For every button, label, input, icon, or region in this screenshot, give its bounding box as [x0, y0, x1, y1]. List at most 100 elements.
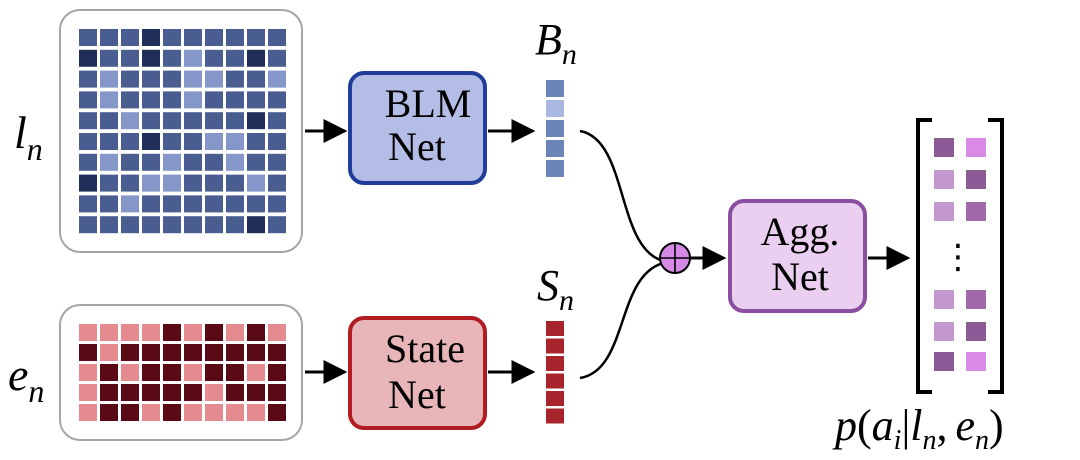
red-grid-cell	[121, 384, 139, 401]
blue-grid-cell	[268, 112, 286, 130]
blue-grid-cell	[163, 195, 181, 213]
red-grid-cell	[247, 324, 265, 341]
red-grid-cell	[184, 384, 202, 401]
red-grid-cell	[184, 324, 202, 341]
red-grid-cell	[226, 324, 244, 341]
red-grid-cell	[163, 344, 181, 361]
blue-grid-cell	[79, 195, 97, 213]
blue-grid-cell	[268, 174, 286, 192]
blue-input-grid	[79, 29, 286, 234]
blue-grid-cell	[205, 174, 223, 192]
blue-grid-cell	[205, 133, 223, 150]
blue-grid-cell	[226, 174, 244, 192]
blue-grid-cell	[205, 195, 223, 213]
blue-grid-cell	[100, 153, 118, 171]
blue-grid-cell	[100, 174, 118, 192]
red-grid-cell	[205, 324, 223, 341]
output-matrix-cell	[934, 138, 954, 157]
blue-grid-cell	[226, 70, 244, 88]
output-matrix-cell	[934, 170, 954, 189]
agg-net-label-line2: Net	[771, 254, 829, 299]
red-grid-cell	[142, 344, 160, 361]
blue-grid-cell	[184, 70, 202, 88]
blue-grid-cell	[79, 91, 97, 109]
blue-grid-cell	[205, 216, 223, 234]
blue-grid-cell	[184, 216, 202, 234]
blue-grid-cell	[163, 216, 181, 234]
red-grid-cell	[100, 404, 118, 421]
blue-grid-cell	[184, 133, 202, 150]
blue-grid-cell	[121, 195, 139, 213]
vector-label-s: Sn	[537, 261, 574, 317]
blue-grid-cell	[142, 174, 160, 192]
red-grid-cell	[184, 344, 202, 361]
blue-grid-cell	[205, 29, 223, 46]
blue-grid-cell	[226, 195, 244, 213]
red-grid-cell	[100, 324, 118, 341]
red-grid-cell	[79, 324, 97, 341]
blm-net-label-line2: Net	[388, 124, 446, 169]
blue-grid-cell	[121, 112, 139, 130]
output-matrix-cell	[966, 290, 986, 309]
b-vector	[546, 80, 564, 177]
blue-grid-cell	[142, 29, 160, 46]
red-grid-cell	[268, 384, 286, 401]
blue-grid-cell	[163, 91, 181, 109]
blue-grid-cell	[268, 91, 286, 109]
blue-grid-cell	[142, 133, 160, 150]
red-grid-cell	[142, 404, 160, 421]
output-matrix-cell	[966, 322, 986, 341]
red-grid-cell	[205, 384, 223, 401]
s-vector-cell	[546, 391, 564, 406]
red-grid-cell	[163, 324, 181, 341]
blue-grid-cell	[226, 112, 244, 130]
blue-grid-cell	[205, 70, 223, 88]
blm-net-label-line1: BLM	[385, 81, 472, 126]
blue-grid-cell	[226, 216, 244, 234]
output-matrix-cell	[934, 202, 954, 221]
blue-grid-cell	[184, 174, 202, 192]
blue-grid-cell	[121, 174, 139, 192]
blue-grid-cell	[226, 29, 244, 46]
s-vector-cell	[546, 356, 564, 371]
blue-grid-cell	[142, 195, 160, 213]
red-grid-cell	[121, 344, 139, 361]
blue-grid-cell	[142, 49, 160, 67]
blue-grid-cell	[121, 91, 139, 109]
blue-grid-cell	[247, 174, 265, 192]
curve-s-to-combine	[579, 260, 669, 380]
blm-net-box	[348, 71, 487, 185]
blue-grid-cell	[100, 70, 118, 88]
red-grid-cell	[163, 404, 181, 421]
blue-grid-cell	[247, 133, 265, 150]
red-grid-cell	[268, 404, 286, 421]
b-vector-cell	[546, 160, 564, 177]
blue-grid-cell	[226, 91, 244, 109]
blue-grid-cell	[205, 112, 223, 130]
agg-net-box	[728, 199, 867, 313]
red-grid-cell	[184, 404, 202, 421]
blue-grid-cell	[247, 70, 265, 88]
red-grid-cell	[205, 344, 223, 361]
red-grid-cell	[226, 404, 244, 421]
s-vector-cell	[546, 338, 564, 354]
blue-grid-cell	[205, 91, 223, 109]
output-matrix-cell	[966, 138, 986, 157]
state-net-box	[348, 316, 487, 430]
blue-grid-cell	[163, 133, 181, 150]
blue-grid-cell	[79, 174, 97, 192]
blue-grid-cell	[268, 29, 286, 46]
blue-grid-cell	[100, 112, 118, 130]
blue-grid-cell	[100, 195, 118, 213]
red-grid-cell	[79, 404, 97, 421]
blue-grid-cell	[268, 216, 286, 234]
blue-grid-cell	[184, 91, 202, 109]
blue-grid-cell	[163, 112, 181, 130]
output-bracket-right	[988, 118, 1004, 394]
red-grid-cell	[247, 364, 265, 381]
output-matrix-cell	[966, 170, 986, 189]
output-matrix-cell	[934, 322, 954, 341]
blue-grid-cell	[268, 70, 286, 88]
blue-grid-cell	[247, 153, 265, 171]
